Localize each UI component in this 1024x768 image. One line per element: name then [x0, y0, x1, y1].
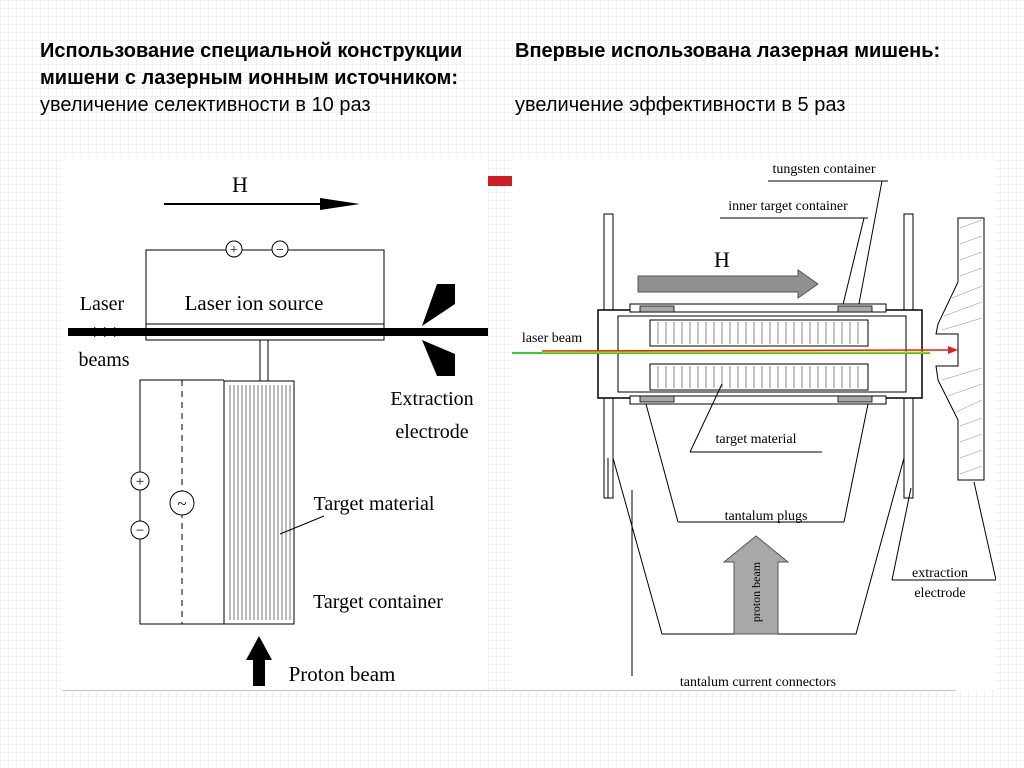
ac-source	[169, 490, 195, 516]
target-material-lines	[229, 385, 291, 620]
beams-label: beams	[78, 349, 129, 371]
laser-beam-arrowhead	[948, 346, 958, 354]
laser-beam-label: laser beam	[522, 331, 582, 346]
source-label: Laser ion source	[185, 291, 324, 315]
left-subheading: увеличение селективности в 10 раз	[40, 94, 371, 116]
extraction-electrode-top	[422, 284, 455, 326]
tungsten-container-label: tungsten container	[772, 162, 875, 177]
tantalum-connectors-label: tantalum current connectors	[680, 675, 836, 690]
tantalum-plug-top-right	[837, 305, 873, 313]
source-circuit-wire	[145, 249, 385, 326]
right-diagram-svg: tungsten container inner target containe…	[512, 162, 997, 690]
minus-terminal-side	[130, 520, 150, 540]
bottom-divider	[62, 690, 956, 691]
extraction-pointer-right	[973, 481, 997, 581]
container-top-rim	[629, 303, 887, 313]
plus-sign-top: +	[230, 243, 238, 258]
target-material-pointer-right	[689, 383, 723, 453]
target-container-box	[223, 380, 295, 625]
tantalum-plugs-label: tantalum plugs	[725, 509, 808, 524]
target-material-bottom	[649, 363, 869, 391]
right-target-material-label: target material	[716, 432, 797, 447]
right-proton-beam-label: proton beam	[749, 561, 763, 622]
left-diagram: H + − Laser ion source Laser beams Extra…	[62, 158, 488, 690]
accent-mark	[488, 176, 512, 186]
right-extraction-label-2: electrode	[914, 586, 965, 601]
electrode-hatching	[941, 219, 983, 475]
tantalum-plug-bottom-left	[639, 395, 675, 403]
plus-terminal-side	[130, 471, 150, 491]
laser-beam-red	[541, 349, 953, 352]
right-heading: Впервые использована лазерная мишень:	[515, 40, 941, 62]
right-diagram: tungsten container inner target containe…	[512, 158, 997, 690]
proton-arrow-shaft	[253, 656, 265, 686]
left-diagram-svg: H + − Laser ion source Laser beams Extra…	[68, 172, 488, 686]
minus-terminal-top	[271, 240, 289, 258]
proton-beam-arrow	[722, 535, 790, 635]
proton-arrow-head	[246, 636, 272, 660]
extraction-label-1: Extraction	[390, 388, 473, 410]
extraction-label-2: electrode	[395, 421, 468, 443]
plate-pointer-right	[891, 487, 912, 581]
right-header: Впервые использована лазерная мишень: ув…	[515, 38, 985, 119]
plugs-pointer-right	[843, 403, 869, 523]
field-arrow-head	[320, 198, 360, 210]
left-heading: Использование специальной конструкции ми…	[40, 40, 463, 89]
laser-arrowheads	[94, 327, 124, 337]
proton-beam-label: Proton beam	[289, 662, 396, 686]
target-container-label: Target container	[313, 591, 443, 613]
tungsten-pointer	[857, 180, 883, 310]
right-extraction-electrode	[935, 217, 985, 481]
field-label: H	[232, 172, 248, 197]
left-header: Использование специальной конструкции ми…	[40, 38, 500, 119]
target-material-pointer	[279, 515, 325, 535]
right-field-label: H	[714, 247, 730, 272]
plus-terminal-top	[225, 240, 243, 258]
plugs-pointer-left	[645, 403, 679, 523]
inner-target-container-label: inner target container	[728, 199, 848, 214]
plus-sign-side: +	[136, 474, 144, 490]
laser-beam-line	[68, 328, 488, 336]
ion-source-tube	[145, 323, 385, 341]
extraction-electrode-bottom	[422, 340, 455, 376]
inner-pointer	[839, 217, 865, 318]
laser-label: Laser	[80, 293, 125, 315]
ac-sign: ~	[177, 494, 186, 513]
right-subheading: увеличение эффективности в 5 раз	[515, 94, 846, 116]
target-material-top	[649, 319, 869, 347]
right-field-arrow	[637, 269, 819, 299]
target-material-hatching	[657, 322, 859, 388]
right-extraction-label-1: extraction	[912, 566, 968, 581]
tantalum-plug-top-left	[639, 305, 675, 313]
minus-sign-side: −	[136, 523, 144, 539]
minus-sign-top: −	[276, 243, 284, 258]
container-bottom-rim	[629, 395, 887, 405]
tantalum-plug-bottom-right	[837, 395, 873, 403]
target-material-label: Target material	[314, 493, 435, 515]
